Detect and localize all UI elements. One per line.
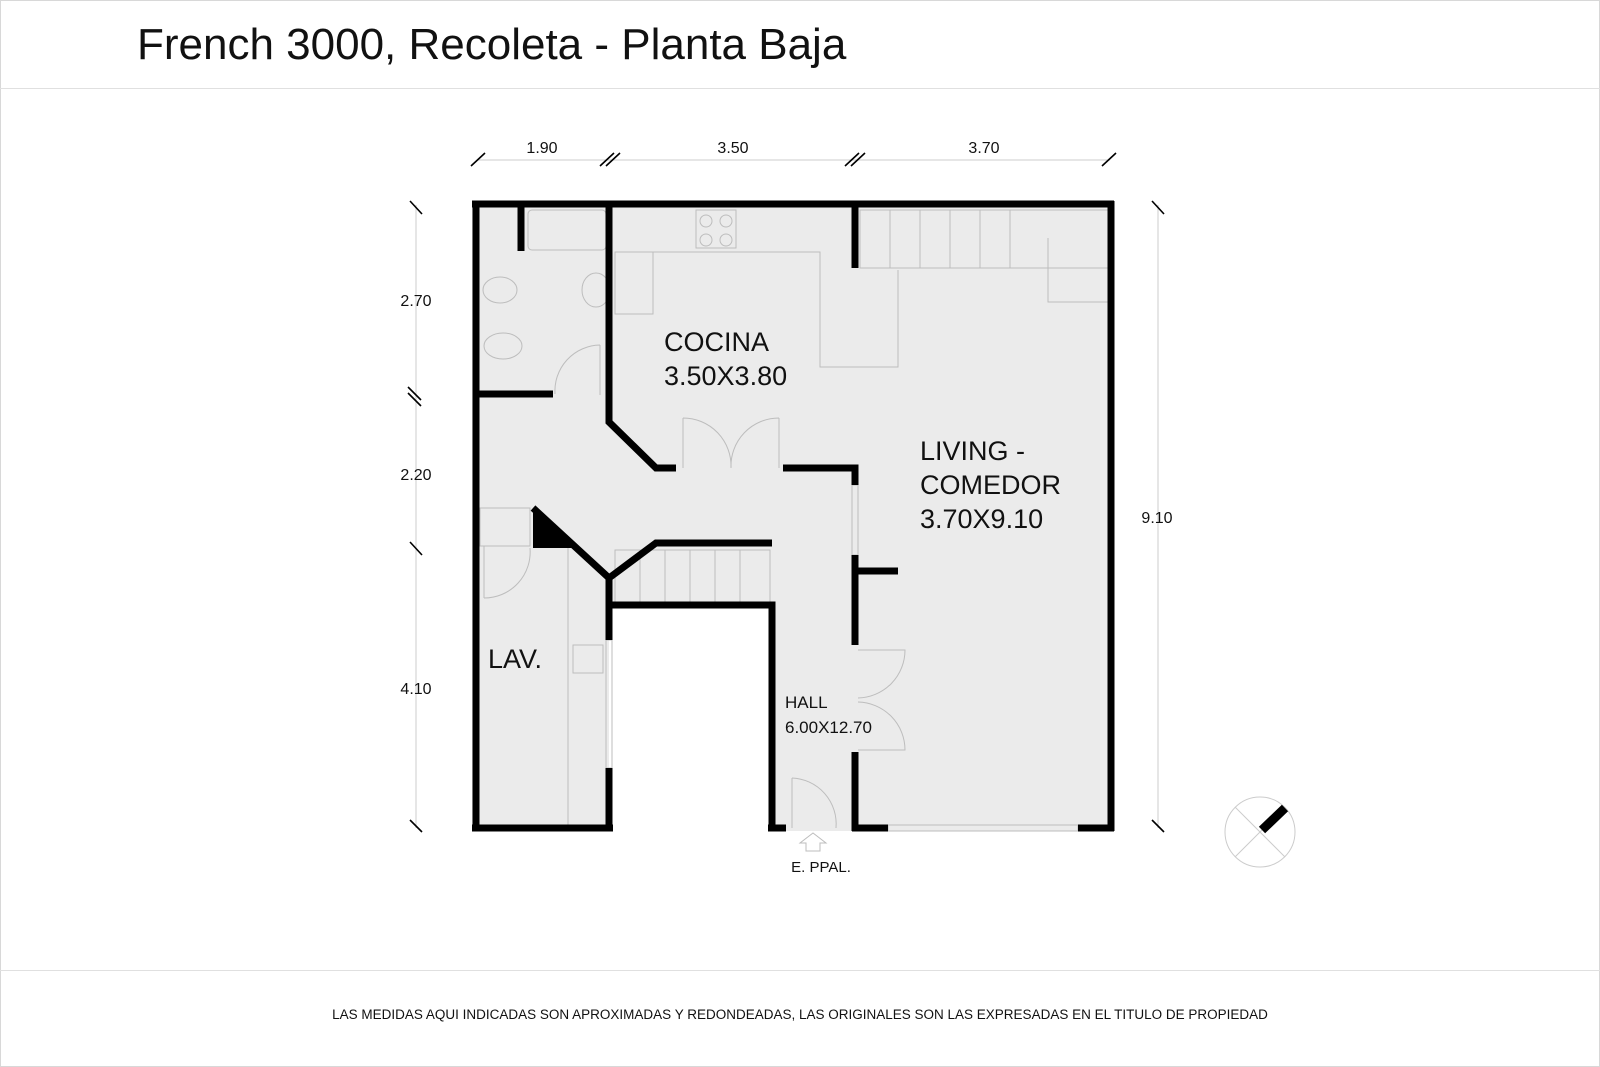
kitchen-counter: [653, 251, 899, 368]
column: [533, 508, 572, 548]
walls: [472, 200, 1115, 832]
floor-area: [472, 201, 1114, 831]
laundry-sink: [572, 644, 604, 674]
bidet: [482, 276, 518, 304]
room-cocina-name: COCINA: [664, 327, 769, 357]
footer-divider: [0, 970, 1600, 971]
stove: [695, 209, 737, 249]
footer-note: LAS MEDIDAS AQUI INDICADAS SON APROXIMAD…: [332, 1007, 1268, 1022]
dim-top-1: 1.90: [526, 140, 557, 157]
entrance-door: [791, 777, 837, 829]
dim-left-1: 2.70: [400, 293, 431, 310]
entrance-label: E. PPAL.: [791, 859, 851, 876]
room-cocina-size: 3.50X3.80: [664, 361, 787, 391]
dim-left-3: 4.10: [400, 681, 431, 698]
dim-top-3: 3.70: [968, 140, 999, 157]
room-living-name2: COMEDOR: [920, 470, 1061, 500]
room-hall-name: HALL: [785, 693, 828, 712]
plan-title: French 3000, Recoleta - Planta Baja: [137, 20, 847, 69]
lav-door: [483, 546, 531, 599]
header-divider: [0, 88, 1600, 89]
stairs-lav: [479, 507, 531, 547]
dim-right: 9.10: [1141, 510, 1172, 527]
compass-icon: [1224, 796, 1296, 868]
living-double-door: [857, 649, 906, 751]
toilet: [483, 332, 523, 360]
entrance-arrow: [798, 832, 828, 852]
room-lav-name: LAV.: [488, 644, 542, 674]
kitchen-sink: [614, 251, 654, 315]
room-hall-size: 6.00X12.70: [785, 718, 872, 737]
bath-door: [554, 344, 601, 395]
room-living-name: LIVING -: [920, 436, 1025, 466]
dimension-lines: [407, 152, 1165, 833]
dim-top-2: 3.50: [717, 140, 748, 157]
room-living-size: 3.70X9.10: [920, 504, 1043, 534]
kitchen-double-door: [682, 417, 780, 469]
dim-left-2: 2.20: [400, 467, 431, 484]
